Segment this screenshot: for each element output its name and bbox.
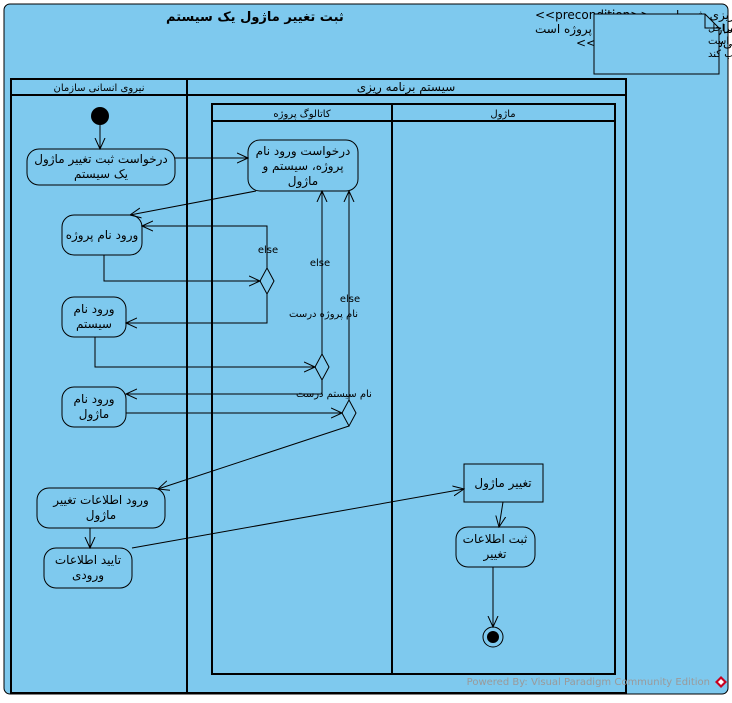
guard-system-ok: نام سیستم درست — [296, 389, 372, 400]
edge-confirm-to-change-module — [131, 489, 464, 549]
action-request-names-line-3: ماژول — [288, 174, 318, 189]
action-enter-module-line-1: ورود نام — [74, 392, 115, 407]
edge-enter-project-to-decision-1 — [103, 255, 260, 281]
note-line-1: در هریک از مراحل — [708, 23, 732, 34]
action-confirm-input-line-1: تایید اطلاعات — [55, 553, 121, 567]
action-request-names-line-1: درخواست ورود نام — [256, 144, 351, 159]
action-confirm-input-line-2: ورودی — [72, 568, 104, 583]
action-enter-system-line-1: ورود نام — [74, 302, 115, 317]
note-line-3: انصراف را انتخاب کند — [708, 49, 732, 60]
swimlane-system-header: سیستم برنامه ریزی — [357, 80, 456, 95]
guard-else-2: else — [310, 258, 330, 269]
action-request-names — [247, 139, 359, 192]
action-record-change-line-1: ثبت اطلاعات — [463, 532, 528, 546]
swimlane-module-header: ماژول — [490, 109, 515, 120]
action-enter-change-info-line-2: ماژول — [86, 508, 116, 523]
note-line-2: کنشگر ممکن است — [708, 35, 732, 47]
edge-decision-1-else — [142, 226, 268, 268]
action-request-change-line-1: درخواست ثبت تغییر ماژول — [34, 152, 168, 167]
action-record-change-line-2: تغییر — [483, 547, 507, 562]
action-enter-system-line-2: سیستم — [76, 317, 112, 331]
watermark-logo — [715, 676, 727, 688]
swimlane-inner — [211, 103, 616, 675]
watermark: Powered By: Visual Paradigm Community Ed… — [467, 677, 710, 688]
diagram-title: ثبت تغییر ماژول یک سیستم — [166, 10, 344, 25]
action-enter-module — [61, 386, 127, 428]
initial-node — [91, 107, 109, 125]
action-enter-system — [61, 296, 127, 338]
guard-else-1: else — [258, 245, 278, 256]
diagram-frame — [3, 3, 729, 695]
swimlane-catalog-header: کاتالوگ پروژه — [273, 107, 330, 120]
action-enter-project-line-1: ورود نام پروژه — [66, 228, 139, 243]
action-request-change-line-2: یک سیستم — [74, 167, 128, 181]
action-enter-change-info-line-1: ورود اطلاعات تغییر — [52, 493, 149, 508]
guard-else-3: else — [340, 294, 360, 305]
swimlane-outer — [10, 78, 627, 694]
edge-request-names-to-enter-project — [130, 190, 257, 215]
swimlane-left-header: نیروی انسانی سازمان — [54, 83, 145, 94]
final-node — [482, 626, 504, 648]
edge-decision-2-system-ok — [126, 380, 323, 394]
action-change-module-line-1: تغییر ماژول — [474, 476, 531, 491]
action-enter-project — [61, 214, 143, 256]
action-enter-module-line-2: ماژول — [79, 407, 109, 422]
edge-enter-system-to-decision-2 — [94, 337, 315, 367]
guard-project-ok: نام پروژه درست — [289, 309, 358, 320]
edge-decision-3-to-change-info — [158, 425, 350, 489]
edge-decision-1-project-ok — [126, 294, 268, 323]
action-request-names-line-2: پروژه، سیستم و — [261, 159, 343, 174]
action-enter-change-info — [36, 487, 166, 529]
edge-change-module-to-record — [499, 501, 503, 527]
action-change-module — [463, 463, 544, 503]
note: در هریک از مراحل کنشگر ممکن است انصراف ر… — [593, 13, 732, 75]
